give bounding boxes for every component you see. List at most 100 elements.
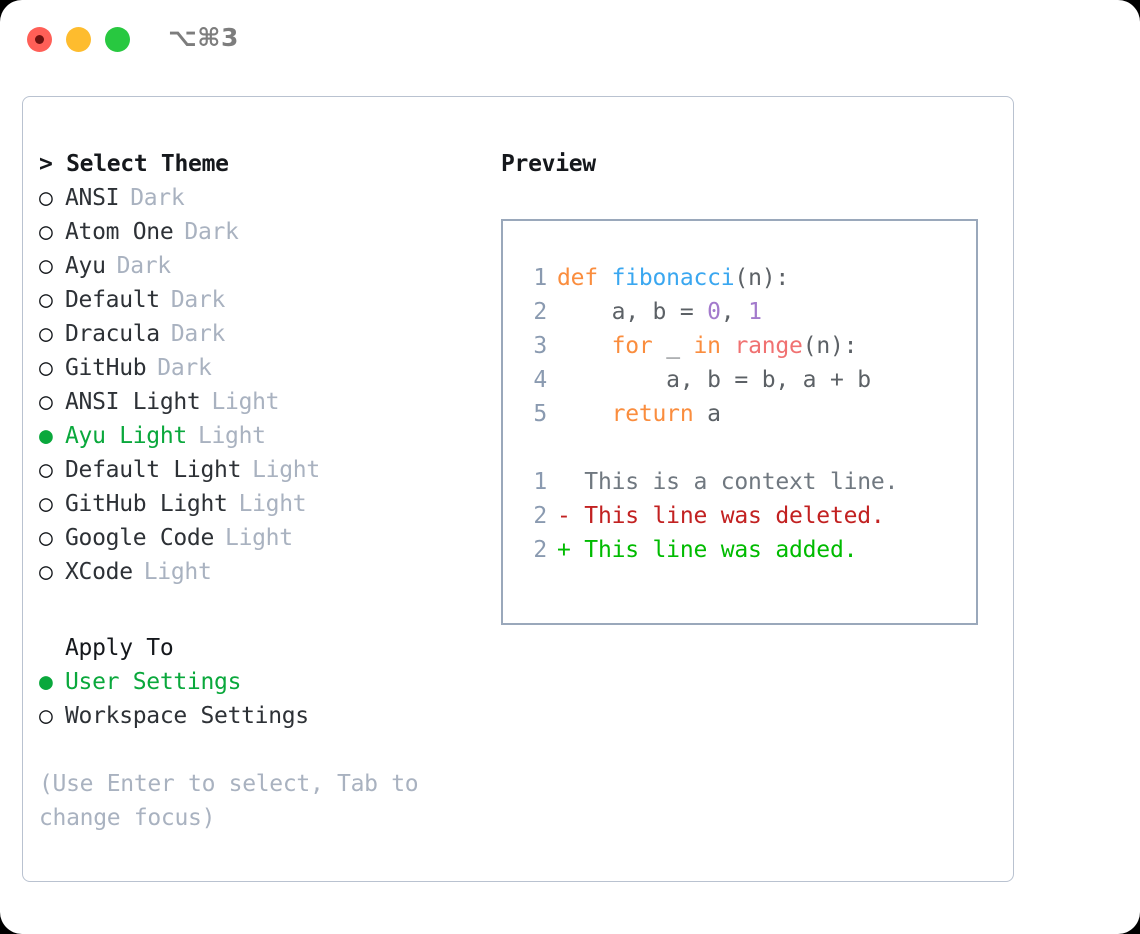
code-line: 3 for _ in range(n): [521, 329, 976, 363]
diff-line-number: 2 [533, 503, 547, 529]
code-token-plain: , [720, 299, 749, 325]
theme-option-variant-badge: Light [252, 457, 320, 483]
code-line-content: return a [557, 397, 721, 431]
code-token-keyword: for [611, 333, 653, 359]
close-window-button[interactable] [27, 27, 52, 52]
maximize-window-button[interactable] [105, 27, 130, 52]
code-line-number: 5 [533, 401, 547, 427]
code-token-plain: (n): [802, 333, 858, 359]
theme-option-ansi-light[interactable]: ○ ANSI Light Light [39, 385, 489, 419]
code-line-number: 3 [533, 333, 547, 359]
code-token-plain: _ [652, 333, 694, 359]
diff-line-content: + This line was added. [557, 537, 858, 563]
code-token-function: fibonacci [611, 265, 735, 291]
diff-line-content: This is a context line. [557, 469, 899, 495]
apply-to-heading: Apply To [65, 635, 174, 661]
theme-option-variant-badge: Dark [184, 219, 239, 245]
theme-option-variant-badge: Light [143, 559, 212, 585]
code-token-builtin: range [734, 333, 803, 359]
code-token-plain: a [693, 401, 721, 427]
preview-heading: Preview [501, 151, 596, 177]
diff-sample: 1 This is a context line. 2 - This line wa… [521, 465, 976, 567]
theme-option-label: GitHub [65, 355, 147, 381]
apply-to-option-workspace-settings[interactable]: ○ Workspace Settings [39, 699, 489, 733]
minimize-window-button[interactable] [66, 27, 91, 52]
theme-option-label: ANSI Light [65, 389, 201, 415]
radio-unselected-icon: ○ [39, 559, 53, 585]
theme-option-ansi[interactable]: ○ ANSI Dark [39, 181, 489, 215]
code-line: 4 a, b = b, a + b [521, 363, 976, 397]
code-token-plain [557, 333, 612, 359]
apply-to-option-list[interactable]: ● User Settings ○ Workspace Settings [39, 665, 489, 733]
radio-unselected-icon: ○ [39, 185, 53, 211]
select-theme-heading: > Select Theme [39, 151, 229, 177]
code-diff-spacer [521, 431, 976, 465]
code-line-content: for _ in range(n): [557, 329, 858, 363]
code-token-plain [557, 401, 612, 427]
diff-line-content: - This line was deleted. [557, 503, 885, 529]
code-line-number: 1 [533, 265, 547, 291]
code-line: 5 return a [521, 397, 976, 431]
radio-unselected-icon: ○ [39, 457, 53, 483]
theme-option-variant-badge: Dark [170, 321, 226, 347]
code-token-plain: a, b = [557, 299, 708, 325]
radio-unselected-icon: ○ [39, 321, 53, 347]
code-line-content: def fibonacci(n): [557, 261, 789, 295]
code-token-number: 1 [748, 299, 762, 325]
theme-option-variant-badge: Light [197, 423, 266, 449]
code-token-keyword: return [611, 401, 694, 427]
code-line: 2 a, b = 0, 1 [521, 295, 976, 329]
theme-option-github[interactable]: ○ GitHub Dark [39, 351, 489, 385]
radio-unselected-icon: ○ [39, 389, 53, 415]
code-line-content: a, b = 0, 1 [557, 295, 762, 329]
code-token-plain: (n): [734, 265, 790, 291]
theme-option-variant-badge: Dark [130, 185, 185, 211]
theme-option-variant-badge: Dark [170, 287, 226, 313]
code-token-plain [721, 333, 735, 359]
code-line: 1 def fibonacci(n): [521, 261, 976, 295]
theme-option-label: ANSI [65, 185, 120, 211]
theme-option-label: Ayu Light [65, 423, 187, 449]
theme-option-label: Dracula [65, 321, 160, 347]
theme-option-variant-badge: Dark [157, 355, 212, 381]
apply-to-option-user-settings[interactable]: ● User Settings [39, 665, 489, 699]
radio-selected-icon: ● [39, 669, 53, 695]
radio-unselected-icon: ○ [39, 491, 53, 517]
theme-option-xcode[interactable]: ○ XCode Light [39, 555, 489, 589]
theme-option-label: Atom One [65, 219, 174, 245]
title-bar: ⌥⌘3 [0, 0, 1140, 80]
diff-line-added: 2 + This line was added. [521, 533, 976, 567]
code-line-content: a, b = b, a + b [557, 363, 871, 397]
theme-option-variant-badge: Light [211, 389, 280, 415]
window-title: ⌥⌘3 [168, 23, 239, 52]
code-token-keyword: in [693, 333, 721, 359]
diff-line-number: 2 [533, 537, 547, 563]
apply-to-option-label: User Settings [65, 669, 242, 695]
diff-line-number: 1 [533, 469, 547, 495]
theme-option-label: GitHub Light [65, 491, 228, 517]
code-line-number: 2 [533, 299, 547, 325]
radio-unselected-icon: ○ [39, 355, 53, 381]
theme-option-label: XCode [65, 559, 133, 585]
theme-option-variant-badge: Light [225, 525, 293, 551]
theme-option-dracula[interactable]: ○ Dracula Dark [39, 317, 489, 351]
code-token-plain: a, b = b, a + b [557, 367, 871, 393]
radio-unselected-icon: ○ [39, 703, 53, 729]
keyboard-hint-text: (Use Enter to select, Tab to change focu… [39, 771, 419, 831]
radio-unselected-icon: ○ [39, 525, 53, 551]
section-spacer [39, 589, 489, 631]
apply-to-option-label: Workspace Settings [65, 703, 309, 729]
code-token-number: 0 [707, 299, 721, 325]
